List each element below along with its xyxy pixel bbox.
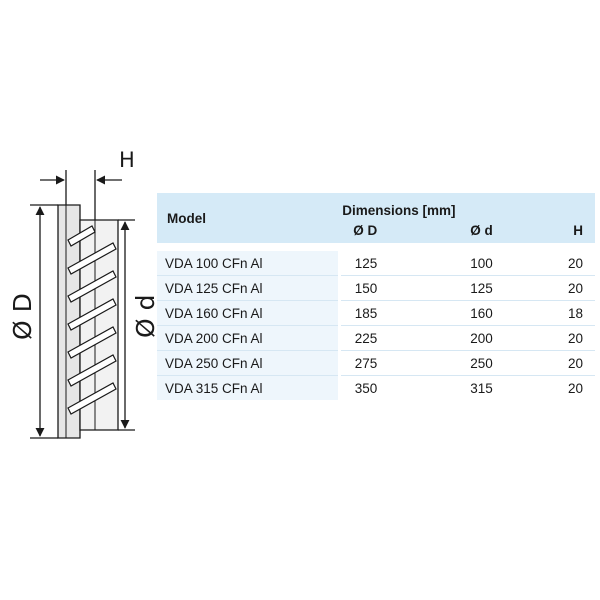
louver-blade bbox=[67, 270, 117, 303]
louver-blades bbox=[67, 225, 117, 415]
table-header: Model Dimensions [mm] Ø D Ø d H bbox=[157, 193, 595, 247]
h-dimension bbox=[40, 170, 122, 220]
table-body: VDA 100 CFn Al 125 100 20 VDA 125 CFn Al… bbox=[157, 243, 595, 400]
outer-diameter-column-header: Ø D bbox=[339, 217, 457, 247]
model-cell: VDA 315 CFn Al bbox=[157, 375, 341, 400]
table-row: VDA 200 CFn Al 225 200 20 bbox=[157, 325, 595, 351]
outer-diameter-cell: 150 bbox=[339, 275, 457, 301]
inner-diameter-cell: 315 bbox=[470, 380, 493, 396]
dimensions-group-header: Dimensions [mm] bbox=[339, 193, 595, 218]
outer-diameter-cell: 275 bbox=[339, 350, 457, 376]
outer-diameter-cell: 185 bbox=[339, 300, 457, 326]
height-cell: 18 bbox=[566, 300, 595, 326]
inner-diameter-cell: 100 bbox=[456, 243, 567, 276]
model-cell: VDA 250 CFn Al bbox=[157, 350, 341, 376]
louver-blade bbox=[67, 382, 117, 415]
inner-diameter-dimension bbox=[118, 219, 135, 431]
model-cell: VDA 200 CFn Al bbox=[157, 325, 341, 351]
height-cell: 20 bbox=[566, 275, 595, 301]
louver-blade bbox=[67, 354, 117, 387]
louver-blade bbox=[67, 326, 117, 359]
table-row: VDA 315 CFn Al 350 315 20 bbox=[157, 375, 595, 400]
height-cell: 20 bbox=[566, 325, 595, 351]
dimensions-table: Model Dimensions [mm] Ø D Ø d H VDA 100 … bbox=[157, 193, 595, 400]
model-column-header: Model bbox=[157, 193, 340, 247]
inner-diameter-label: Ø d bbox=[131, 294, 160, 339]
height-cell: 20 bbox=[566, 350, 595, 376]
inner-diameter-column-header: Ø d bbox=[456, 217, 567, 247]
height-cell: 20 bbox=[567, 380, 583, 396]
inner-diameter-cell: 125 bbox=[456, 275, 567, 301]
model-cell: VDA 100 CFn Al bbox=[157, 243, 341, 276]
model-cell: VDA 125 CFn Al bbox=[157, 275, 341, 301]
h-dimension-label: H bbox=[119, 148, 135, 172]
model-cell: VDA 160 CFn Al bbox=[157, 300, 341, 326]
louver-blade bbox=[67, 298, 117, 331]
inner-diameter-cell: 250 bbox=[456, 350, 567, 376]
outer-diameter-dimension bbox=[30, 204, 58, 439]
louver-blade bbox=[67, 242, 117, 275]
table-row: VDA 100 CFn Al 125 100 20 bbox=[157, 243, 595, 276]
inner-diameter-cell: 200 bbox=[456, 325, 567, 351]
outer-diameter-cell: 350 bbox=[354, 380, 378, 396]
height-column-header: H bbox=[566, 217, 595, 247]
table-row: VDA 125 CFn Al 150 125 20 bbox=[157, 275, 595, 301]
outer-diameter-cell: 225 bbox=[339, 325, 457, 351]
height-cell: 20 bbox=[566, 243, 595, 276]
louver-blade bbox=[67, 225, 96, 247]
table-row: VDA 250 CFn Al 275 250 20 bbox=[157, 350, 595, 376]
table-row: VDA 160 CFn Al 185 160 18 bbox=[157, 300, 595, 326]
outer-diameter-label: Ø D bbox=[8, 293, 37, 340]
inner-diameter-cell: 160 bbox=[456, 300, 567, 326]
outer-diameter-cell: 125 bbox=[339, 243, 457, 276]
